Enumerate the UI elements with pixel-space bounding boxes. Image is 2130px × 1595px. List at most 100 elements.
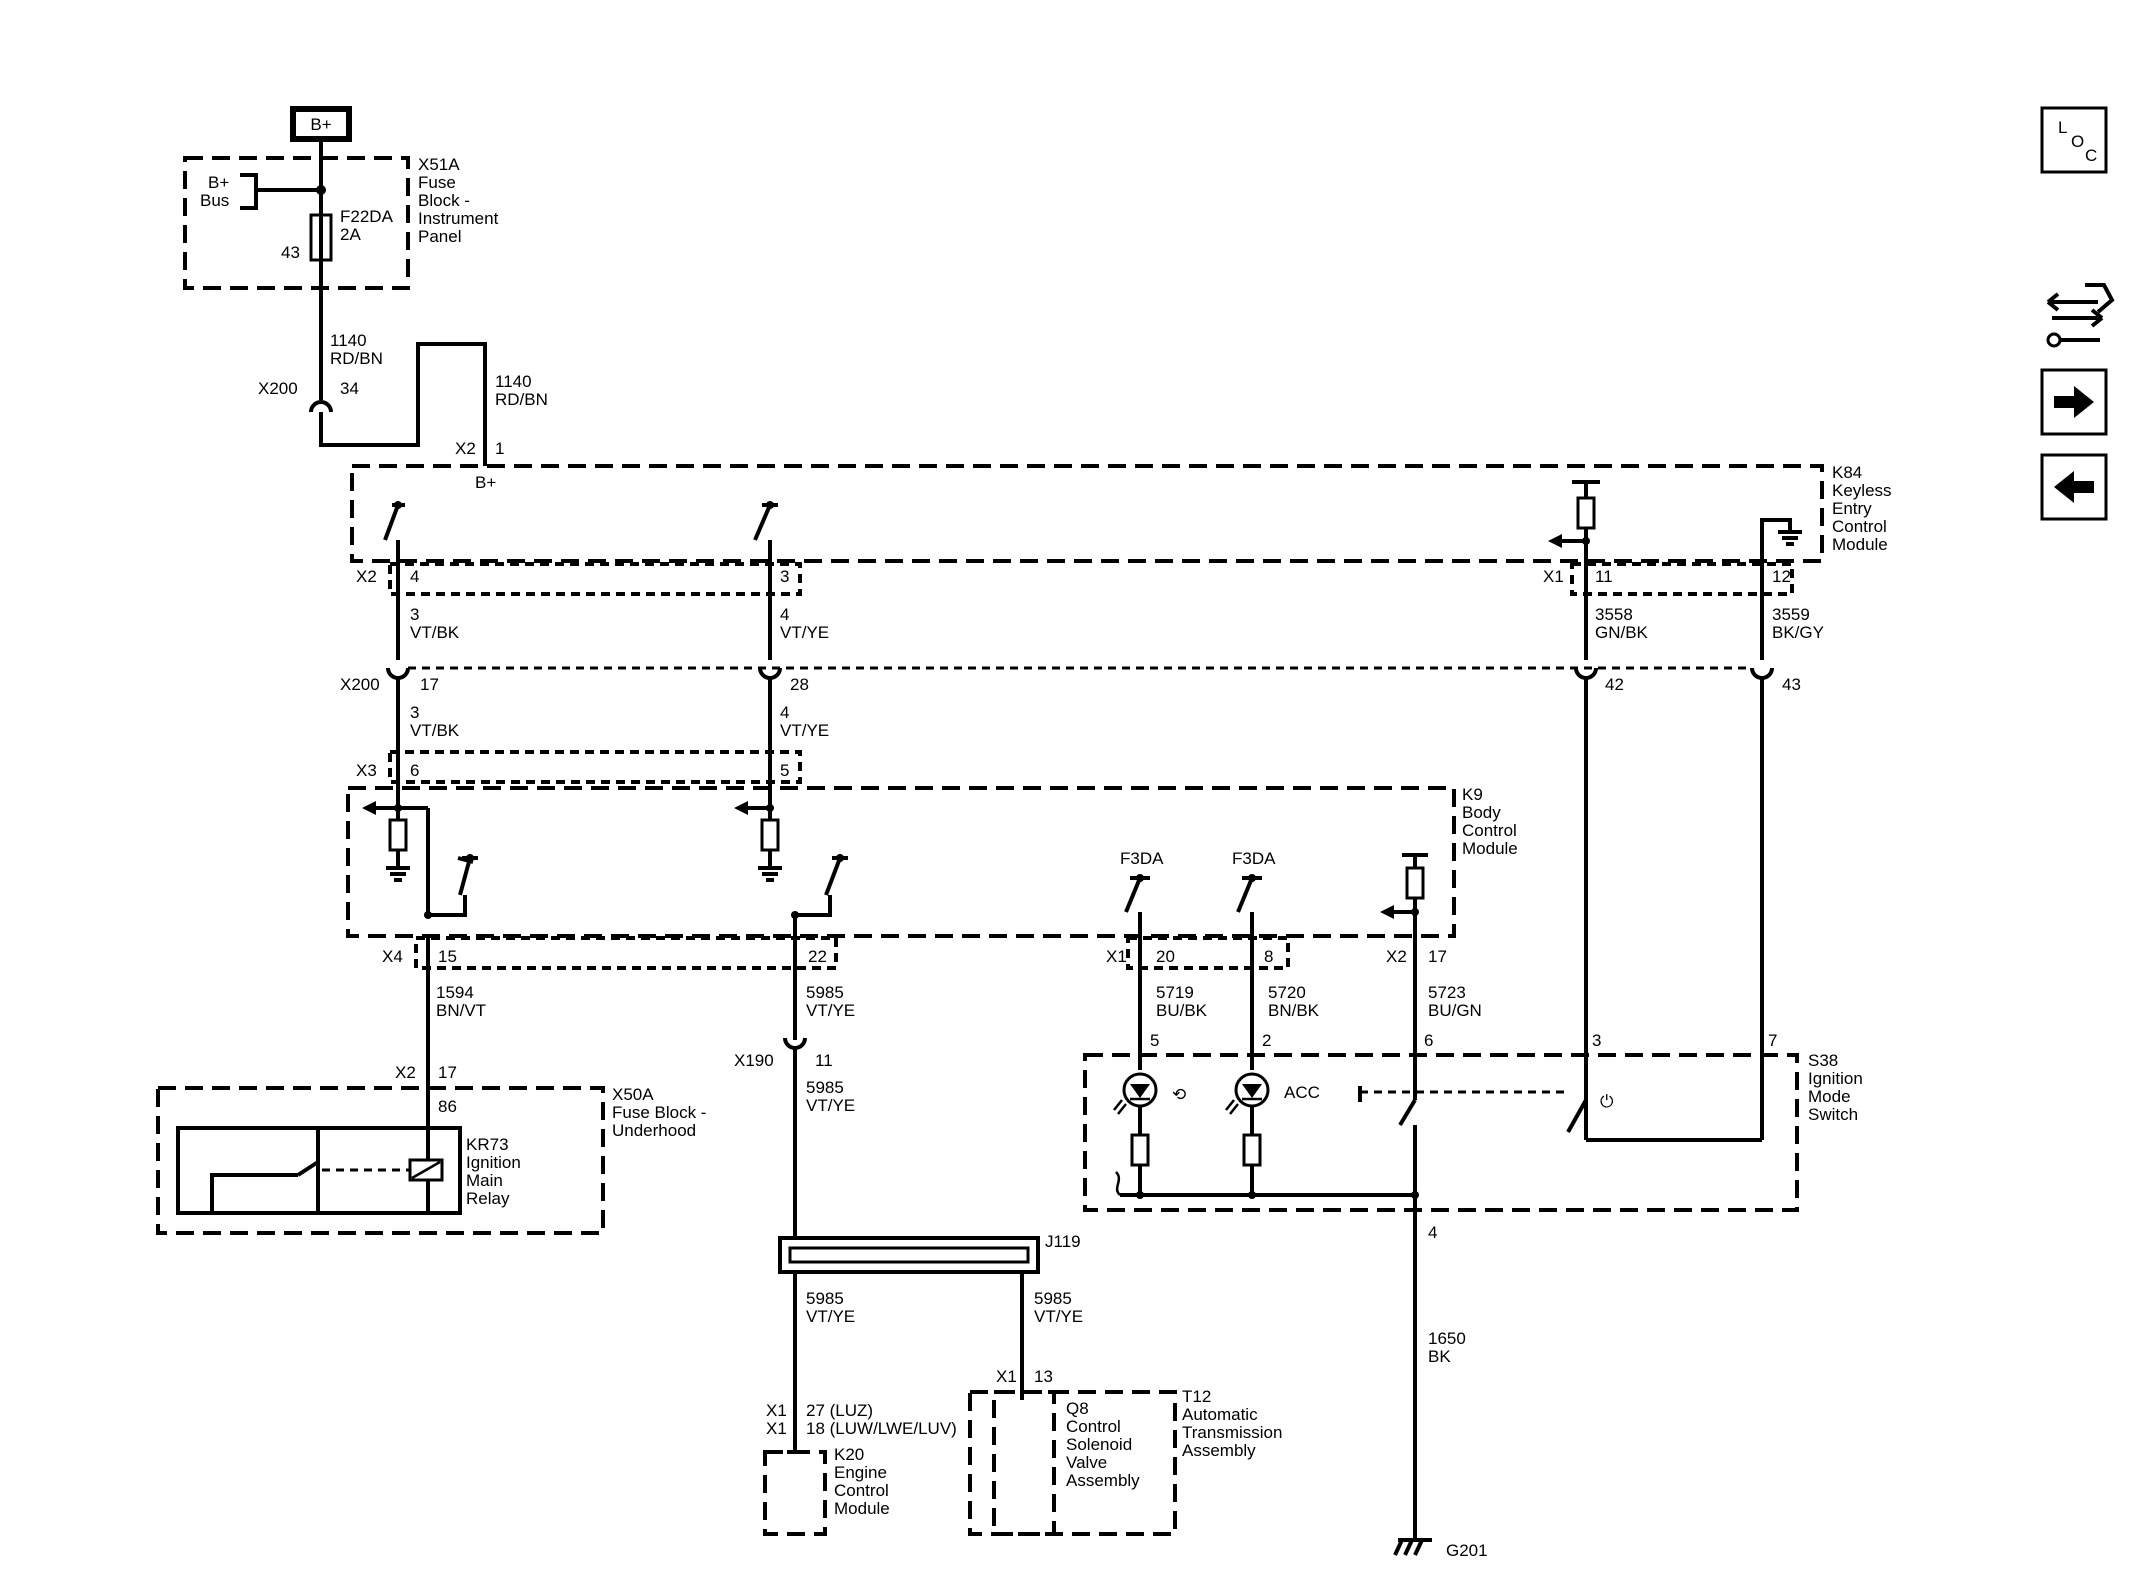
wire-id: 1650 [1428,1329,1466,1348]
wire-color: VT/YE [780,721,829,740]
connector-pin: 15 [438,947,457,966]
wire-color: RD/BN [495,390,548,409]
connector-pin: 7 [1768,1031,1777,1050]
relay-line: Ignition [466,1153,521,1172]
connector-name: X1 [1543,567,1564,586]
acc-label: ACC [1284,1083,1320,1102]
connector-x190: X190 11 [734,1030,833,1070]
module-name: K84 [1832,463,1862,482]
connector-x200-top: X200 34 [258,342,487,466]
wire-color: VT/YE [806,1001,855,1020]
connector-name: X1 [1106,947,1127,966]
splice-name: J119 [1045,1232,1081,1251]
module-t12: Q8 Control Solenoid Valve Assembly T12 A… [968,1387,1282,1536]
wire-id: 3558 [1595,605,1633,624]
fuse-name: F22DA [340,207,394,226]
module-name: T12 [1182,1387,1211,1406]
bus-label: B+ [208,173,229,192]
loc-button[interactable]: L O C [2040,106,2108,174]
module-k9: K9 Body Control Module F3DA [346,785,1518,938]
module-name: Q8 [1066,1399,1089,1418]
connector-pin: 3 [780,567,789,586]
module-line: Control [1462,821,1517,840]
connector-pin: 3 [1592,1031,1601,1050]
power-label: B+ [310,115,331,134]
wire-color: VT/YE [1034,1307,1083,1326]
wire-id: 5985 [806,1289,844,1308]
module-line: Ignition [1808,1069,1863,1088]
module-line: Valve [1066,1453,1107,1472]
connector-pin: 27 (LUZ) [806,1401,873,1420]
wire-id: 3559 [1772,605,1810,624]
module-line: Entry [1832,499,1872,518]
wire-id: 3 [410,703,419,722]
connector-pin: 13 [1034,1367,1053,1386]
module-line: Underhood [612,1121,696,1140]
loop-glyph: ⟲ [1172,1085,1186,1104]
wire-id: 5720 [1268,983,1306,1002]
power-source-b-plus: B+ [290,106,352,142]
wire-color: BN/BK [1268,1001,1320,1020]
connector-pin: 86 [438,1097,457,1116]
wire-id: 1140 [330,331,367,350]
connector-pin: 22 [808,947,827,966]
wire-id: 5985 [806,983,844,1002]
module-line: Assembly [1066,1471,1140,1490]
connector-pin: 4 [1428,1223,1437,1242]
module-line: Body [1462,803,1501,822]
wire-id: 5719 [1156,983,1194,1002]
module-line: Control [1066,1417,1121,1436]
connector-name: X2 [1386,947,1407,966]
fuse-pin: 43 [281,243,300,262]
connector-pin: 11 [1595,567,1613,586]
fuse-block-line: Panel [418,227,461,246]
connector-pin: 11 [815,1051,833,1070]
module-name: K20 [834,1445,864,1464]
wire-color: RD/BN [330,349,383,368]
fuse-block-instrument-panel: X51A Fuse Block - Instrument Panel B+ Bu… [183,155,499,290]
module-k20: K20 Engine Control Module [763,1445,890,1536]
connector-name: X1 [766,1401,787,1420]
fuse-rating: 2A [340,225,361,244]
wire-id: 5723 [1428,983,1466,1002]
connector-name: X1 [996,1367,1017,1386]
connector-pin: 20 [1156,947,1175,966]
connector-name: X3 [356,761,377,780]
connector-pin: 6 [1424,1031,1433,1050]
loc-letter: C [2085,146,2097,165]
connector-wrench-icon[interactable] [2046,283,2115,348]
ground-name: G201 [1446,1541,1488,1560]
wire-id: 5985 [806,1078,844,1097]
wire-color: VT/YE [806,1307,855,1326]
fuse-block-name: X51A [418,155,460,174]
connector-name: X190 [734,1051,774,1070]
wire-color: BU/BK [1156,1001,1208,1020]
module-line: Module [834,1499,890,1518]
fuse-label: F3DA [1120,849,1164,868]
power-icon: ⏻ [1600,1092,1614,1111]
wire-color: VT/YE [780,623,829,642]
fuse-block-line: Instrument [418,209,499,228]
loc-letter: L [2058,118,2067,137]
connector-pin: 2 [1262,1031,1271,1050]
module-line: Engine [834,1463,887,1482]
module-line: Fuse Block - [612,1103,706,1122]
wire-id: 1594 [436,983,474,1002]
connector-name: X2 [395,1063,416,1082]
arrow-left-button[interactable] [2040,453,2108,521]
module-line: Control [834,1481,889,1500]
wire-color: VT/YE [806,1096,855,1115]
fuse-label: F3DA [1232,849,1276,868]
connector-sub: B+ [475,473,496,492]
module-line: Assembly [1182,1441,1256,1460]
connector-pin: 12 [1772,567,1791,586]
module-line: Module [1832,535,1888,554]
module-line: Mode [1808,1087,1851,1106]
connector-pin: 6 [410,761,419,780]
arrow-right-button[interactable] [2040,368,2108,436]
module-line: Transmission [1182,1423,1282,1442]
connector-pin: 17 [420,675,439,694]
wire-color: VT/BK [410,721,460,740]
arrow-right-icon [2054,386,2094,418]
relay-name: KR73 [466,1135,509,1154]
